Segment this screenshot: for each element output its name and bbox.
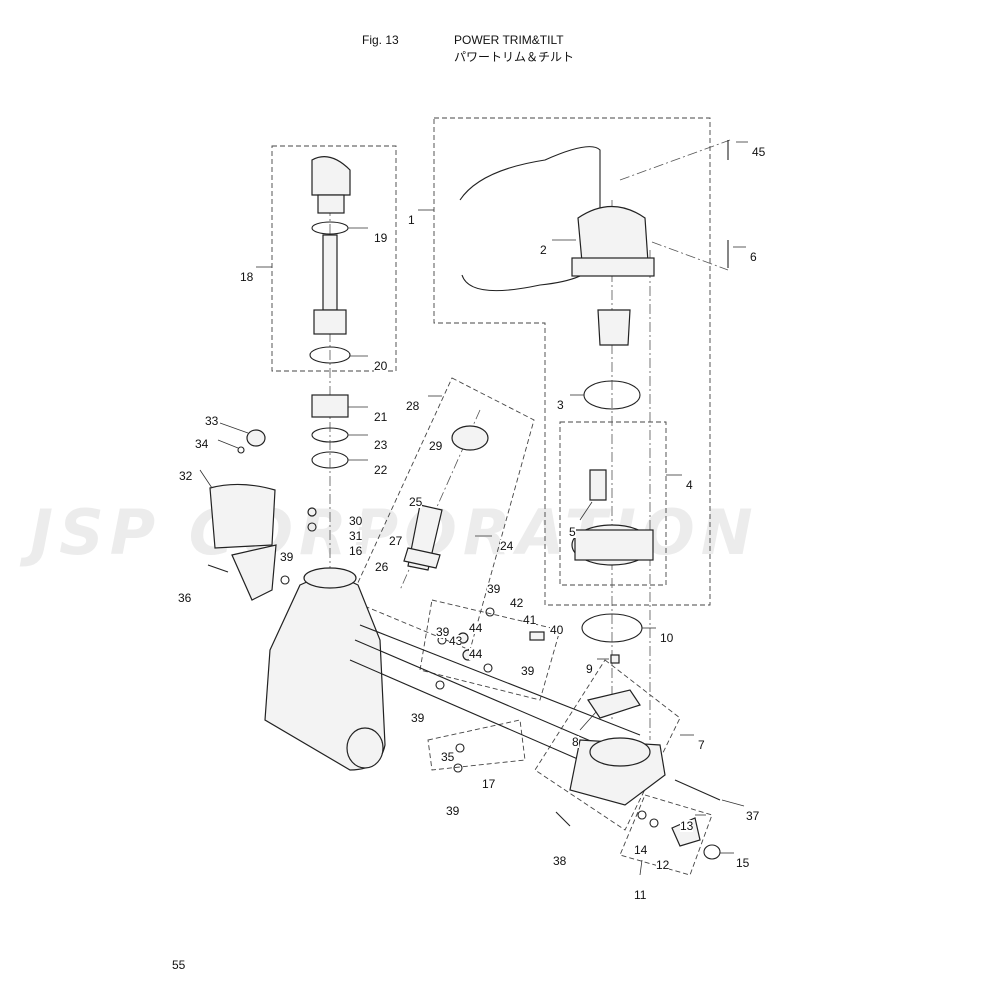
callout-40: 40: [550, 623, 564, 637]
callout-14: 14: [634, 843, 648, 857]
callout-20: 20: [374, 359, 388, 373]
callout-43: 43: [449, 634, 463, 648]
cap-33: [246, 429, 266, 447]
callout-17: 17: [482, 777, 496, 791]
group-box-18: [271, 145, 397, 372]
group-box-11: [619, 794, 713, 876]
callout-11: 11: [634, 888, 647, 902]
group-box-7: [534, 659, 681, 831]
callout-15: 15: [736, 856, 750, 870]
callout-37: 37: [746, 809, 760, 823]
callout-10: 10: [660, 631, 674, 645]
callout-38: 38: [553, 854, 567, 868]
reservoir-32: [209, 483, 276, 549]
callout-18: 18: [240, 270, 254, 284]
armature: [597, 309, 631, 346]
callout-5: 5: [569, 525, 576, 539]
callout-30: 30: [349, 514, 363, 528]
callout-45: 45: [752, 145, 766, 159]
cap-29: [451, 425, 489, 451]
callout-35: 35: [441, 750, 455, 764]
motor-wire-harness: [459, 146, 601, 230]
callout-22: 22: [374, 463, 388, 477]
callout-44: 44: [469, 647, 483, 661]
callout-19: 19: [374, 231, 388, 245]
callout-24: 24: [500, 539, 514, 553]
callout-7: 7: [698, 738, 705, 752]
callout-12: 12: [656, 858, 670, 872]
callout-1: 1: [408, 213, 415, 227]
o-ring-20: [309, 346, 351, 364]
callout-44: 44: [469, 621, 483, 635]
callout-42: 42: [510, 596, 524, 610]
callout-21: 21: [374, 410, 388, 424]
callout-3: 3: [557, 398, 564, 412]
callout-23: 23: [374, 438, 388, 452]
callout-39: 39: [487, 582, 501, 596]
callout-34: 34: [195, 437, 209, 451]
figure-title: POWER TRIM&TILT: [454, 33, 564, 47]
callout-6: 6: [750, 250, 757, 264]
ram-eye: [311, 156, 351, 196]
group-box-pins: [419, 599, 561, 701]
callout-39: 39: [446, 804, 460, 818]
callout-32: 32: [179, 469, 193, 483]
callout-33: 33: [205, 414, 219, 428]
bolt-38: [555, 811, 571, 827]
figure-title-japanese: パワートリム＆チルト: [454, 50, 575, 64]
o-ring-15: [703, 844, 721, 860]
callout-39: 39: [436, 625, 450, 639]
brush-holder: [589, 469, 607, 501]
callout-16: 16: [349, 544, 363, 558]
cap-21: [311, 394, 349, 418]
group-box-4: [559, 421, 667, 586]
figure-label: Fig. 13: [362, 33, 399, 47]
piston-rod: [322, 234, 338, 311]
callout-39: 39: [280, 550, 294, 564]
callout-9: 9: [586, 662, 593, 676]
callout-39: 39: [411, 711, 425, 725]
motor-housing: [577, 206, 649, 263]
callout-2: 2: [540, 243, 547, 257]
bracket: [231, 544, 277, 601]
callout-4: 4: [686, 478, 693, 492]
callout-29: 29: [429, 439, 443, 453]
callout-36: 36: [178, 591, 192, 605]
callout-31: 31: [349, 529, 363, 543]
callout-8: 8: [572, 735, 579, 749]
callout-41: 41: [523, 613, 537, 627]
group-box-1: [433, 117, 711, 606]
piston-27: [403, 547, 441, 569]
bolt-37: [674, 779, 721, 801]
page-number: 55: [172, 958, 186, 972]
callout-27: 27: [389, 534, 403, 548]
cover-8: [587, 689, 641, 719]
callout-13: 13: [680, 819, 694, 833]
callout-25: 25: [409, 495, 423, 509]
callout-26: 26: [375, 560, 389, 574]
callout-28: 28: [406, 399, 420, 413]
callout-39: 39: [521, 664, 535, 678]
